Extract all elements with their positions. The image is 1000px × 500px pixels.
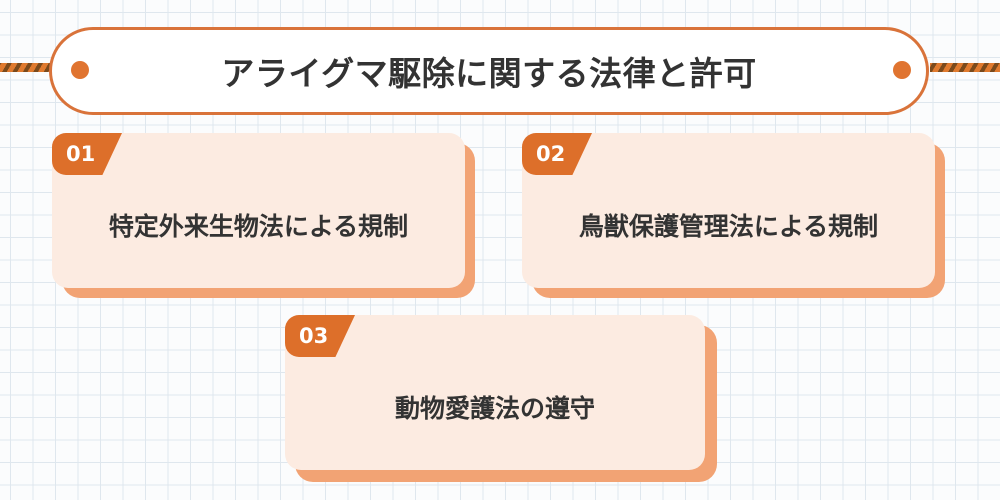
card-label: 動物愛護法の遵守 xyxy=(394,393,595,423)
page-title: アライグマ駆除に関する法律と許可 xyxy=(221,54,757,93)
card-2: 02 鳥獣保護管理法による規制 xyxy=(522,133,945,298)
dot-icon-left xyxy=(71,61,89,79)
card-number-badge: 02 xyxy=(522,133,592,175)
rope-decoration-left xyxy=(0,63,54,72)
rope-decoration-right xyxy=(930,63,1000,72)
card-label: 鳥獣保護管理法による規制 xyxy=(578,211,879,241)
card-number-badge: 01 xyxy=(52,133,122,175)
card-1: 01 特定外来生物法による規制 xyxy=(52,133,475,298)
card-label: 特定外来生物法による規制 xyxy=(108,211,409,241)
dot-icon-right xyxy=(893,61,911,79)
card-body: 02 鳥獣保護管理法による規制 xyxy=(522,133,935,288)
title-banner: アライグマ駆除に関する法律と許可 xyxy=(49,27,929,115)
card-body: 03 動物愛護法の遵守 xyxy=(285,315,705,470)
card-body: 01 特定外来生物法による規制 xyxy=(52,133,465,288)
card-number-badge: 03 xyxy=(285,315,355,357)
card-3: 03 動物愛護法の遵守 xyxy=(285,315,717,482)
